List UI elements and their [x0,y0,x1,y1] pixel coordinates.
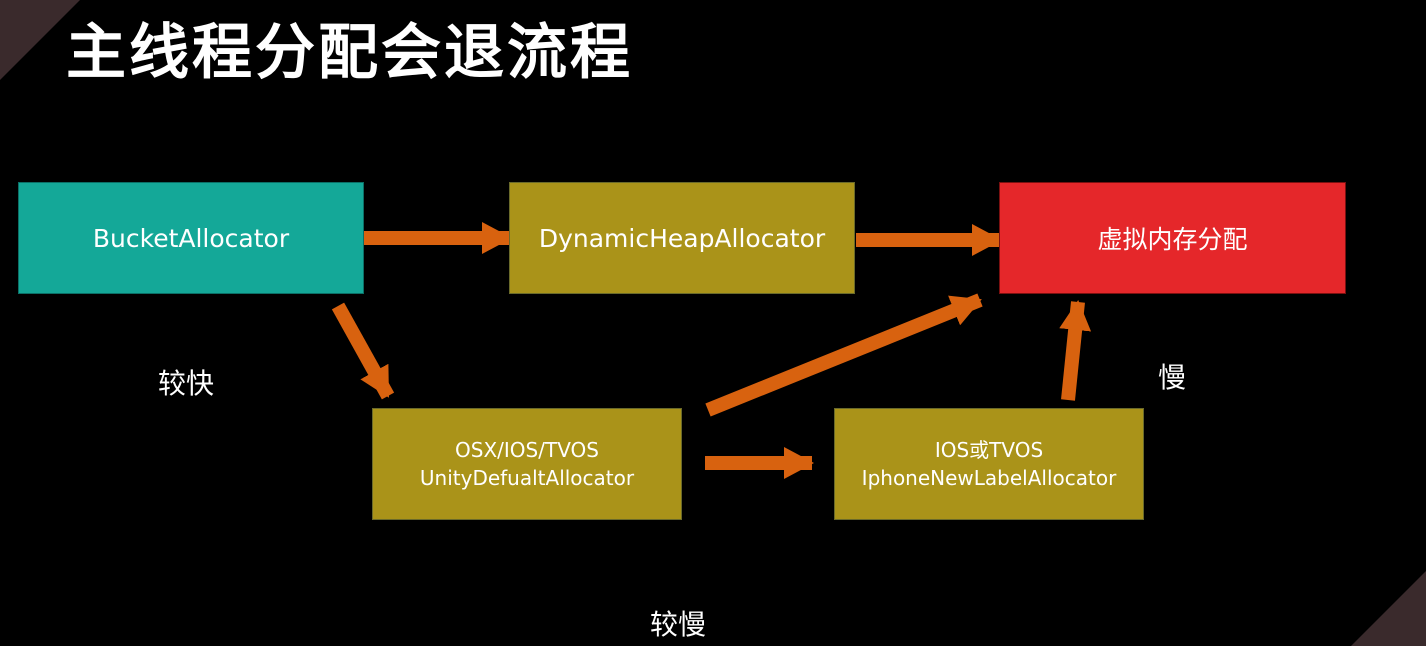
dynamic-heap-allocator-label: DynamicHeapAllocator [538,223,826,253]
virtual-memory-label: 虚拟内存分配 [1097,225,1248,254]
label-slower: 较慢 [650,608,707,641]
unity-platform-label: OSX/IOS/TVOS [455,438,599,462]
iphone-new-label-allocator-box: IOS或TVOS IphoneNewLabelAllocator [834,408,1144,520]
bucket-allocator-label: BucketAllocator [92,223,290,253]
iphone-allocator-label: IphoneNewLabelAllocator [861,466,1117,490]
dynamic-heap-allocator-box: DynamicHeapAllocator [509,182,855,294]
corner-decoration-bottom-right [1351,571,1426,646]
bucket-allocator-box: BucketAllocator [18,182,364,294]
iphone-platform-label: IOS或TVOS [934,438,1044,462]
corner-decoration-top-left [0,0,80,80]
unity-allocator-label: UnityDefualtAllocator [419,466,635,490]
arrow-unity-to-virtual [705,293,983,417]
label-fast: 较快 [158,367,215,400]
unity-default-allocator-box: OSX/IOS/TVOS UnityDefualtAllocator [372,408,682,520]
label-slow: 慢 [1158,361,1187,394]
arrow-bucket-to-unity [331,302,395,400]
slide-title: 主线程分配会退流程 [66,18,633,88]
virtual-memory-box: 虚拟内存分配 [999,182,1346,294]
arrow-iphone-to-virtual [1059,300,1092,401]
